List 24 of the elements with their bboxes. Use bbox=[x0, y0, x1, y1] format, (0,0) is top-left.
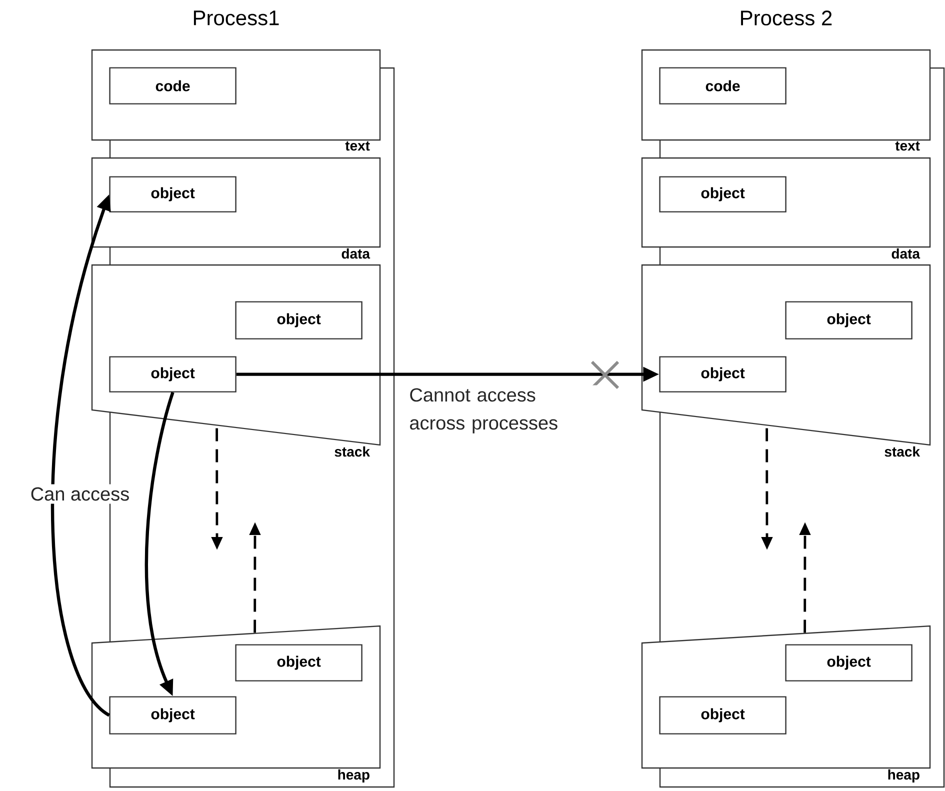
node-label: stack bbox=[884, 446, 920, 457]
object-box: code bbox=[659, 67, 786, 104]
object-box: object bbox=[109, 696, 236, 734]
node-label: stack bbox=[334, 446, 370, 457]
object-box: object bbox=[109, 356, 236, 392]
object-box: object bbox=[659, 356, 786, 392]
object-box: object bbox=[785, 644, 912, 682]
node-label: text bbox=[345, 141, 370, 151]
node-label: data bbox=[892, 248, 920, 259]
node-label: text bbox=[895, 141, 920, 151]
object-box: object bbox=[659, 696, 786, 734]
object-box: object bbox=[109, 176, 236, 212]
object-box: object bbox=[785, 301, 912, 340]
object-box: code bbox=[109, 67, 236, 104]
node-label: data bbox=[342, 248, 370, 259]
edge-label: Can access bbox=[27, 484, 133, 504]
object-box: object bbox=[659, 176, 786, 212]
node-label: heap bbox=[338, 769, 370, 782]
object-box: object bbox=[235, 301, 362, 340]
process-title: Process1 bbox=[194, 10, 279, 26]
process-title: Process 2 bbox=[741, 10, 832, 26]
object-box: object bbox=[235, 644, 362, 682]
edge-label: Cannot access across processes bbox=[406, 385, 598, 436]
node-label: heap bbox=[888, 769, 920, 782]
